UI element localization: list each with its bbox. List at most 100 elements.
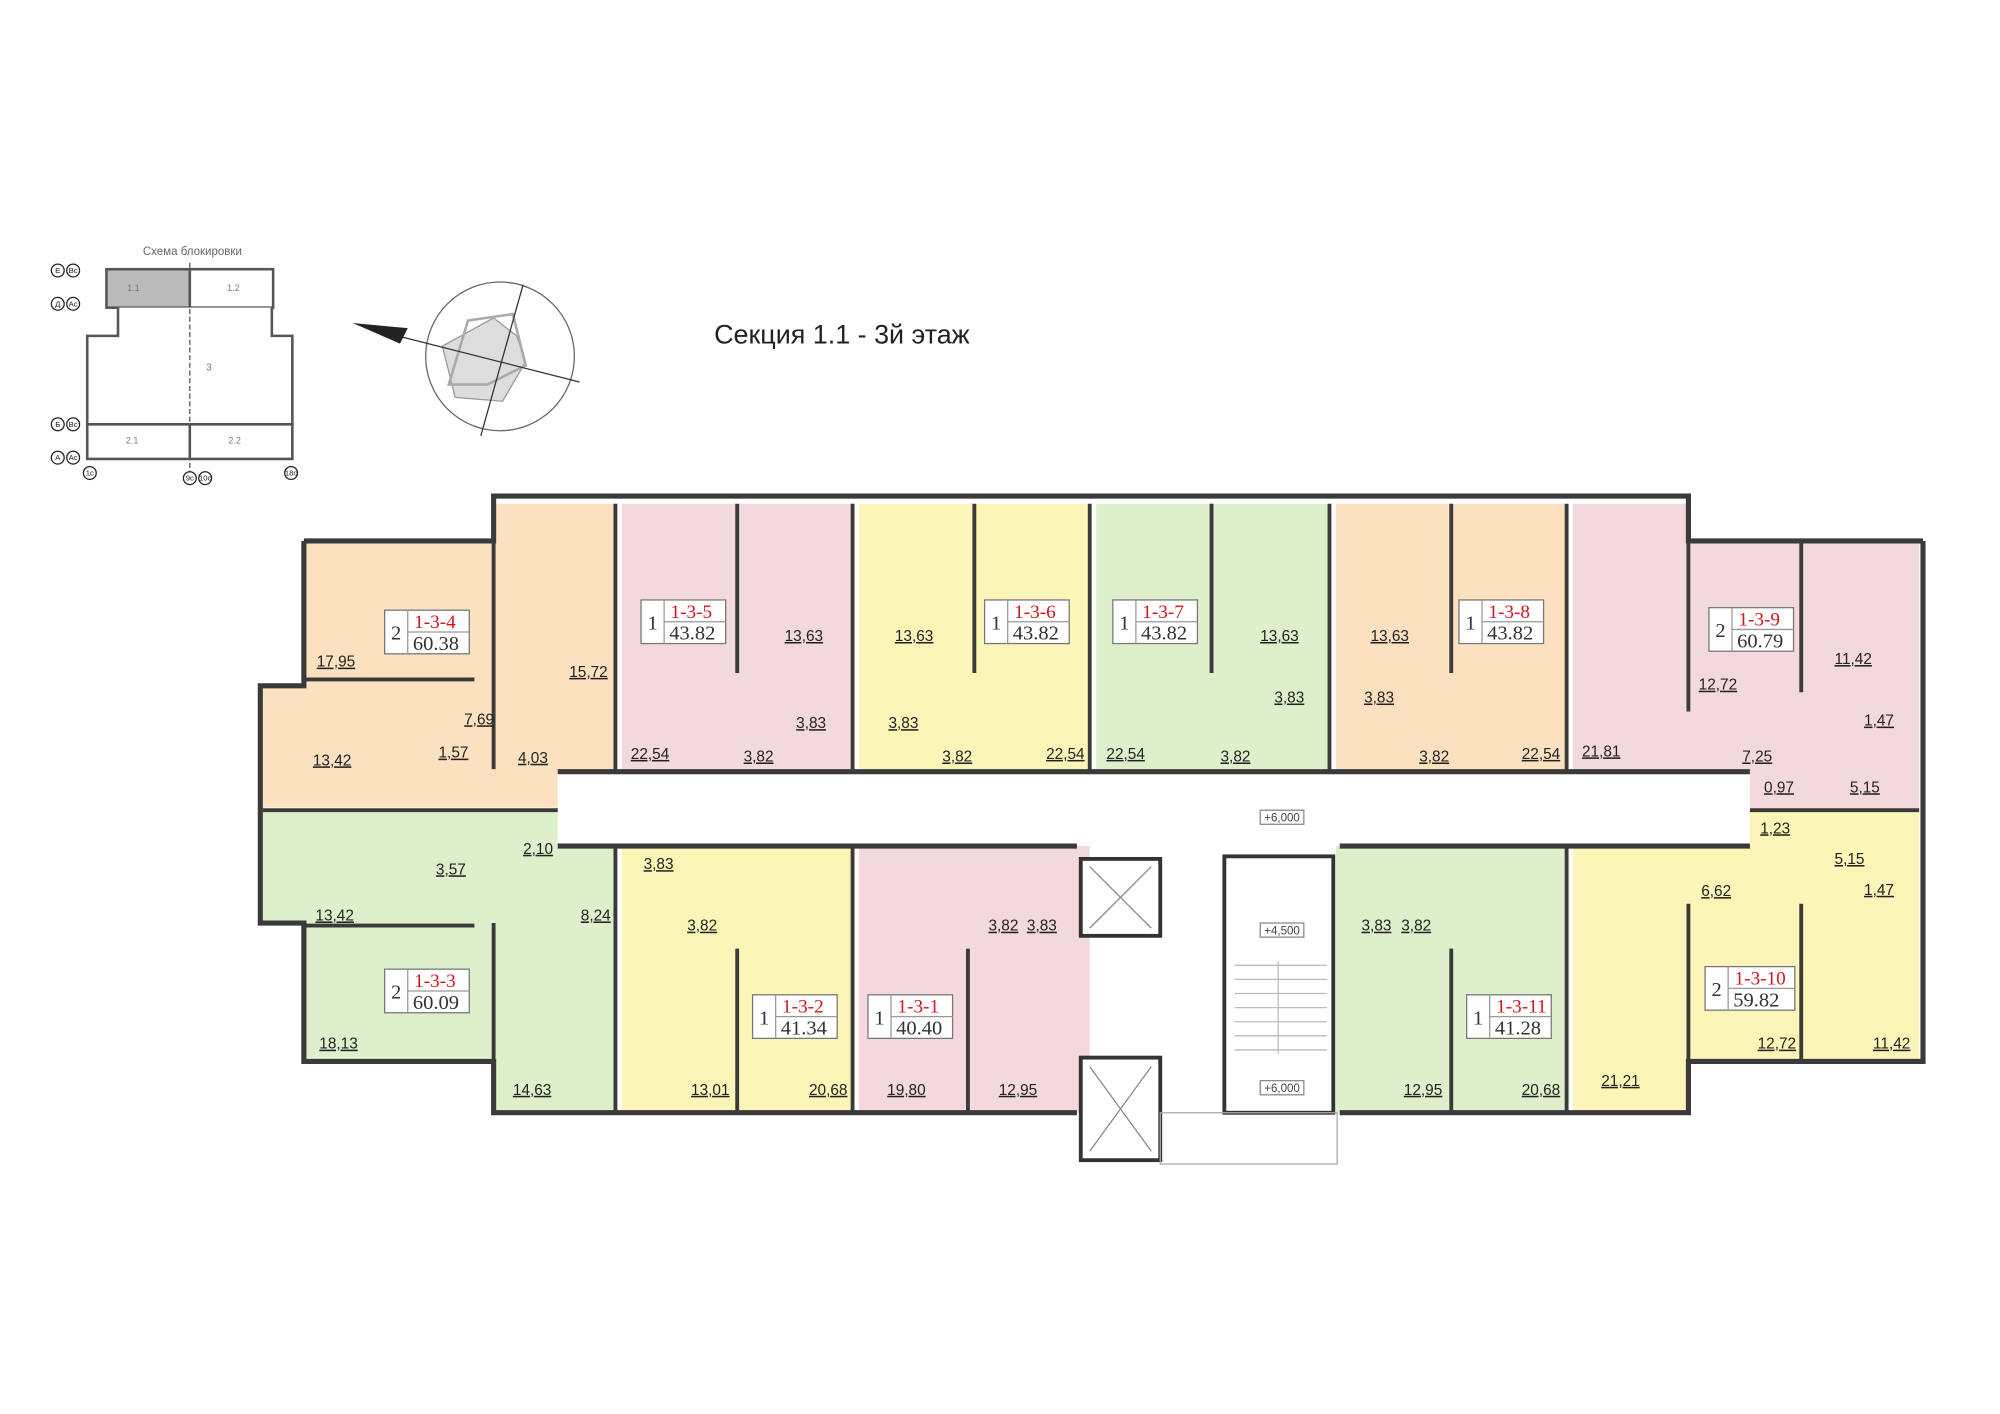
room-area: 7,25 [1742,748,1772,765]
apartment-1-3-3-area [262,810,616,1113]
room-area: 12,72 [1758,1036,1796,1053]
room-count: 1 [1473,1007,1483,1029]
room-area: 3,83 [1274,690,1304,707]
apartment-total-area: 60.38 [413,633,459,655]
room-area: 3,82 [988,918,1018,935]
apartment-1-3-10-area [1573,810,1920,1113]
apartment-number: 1-3-2 [782,997,824,1018]
key-block-1-1 [105,267,192,309]
room-area: 22,54 [631,746,670,763]
elevation-mark-1: +6,000 [1259,809,1305,825]
svg-text:Е: Е [55,266,60,275]
key-label-1-2: 1.2 [227,283,239,293]
room-area: 12,95 [1404,1082,1442,1099]
key-col-axes: 1с 9с 10с 18с [82,465,299,486]
room-area: 3,83 [644,856,674,873]
apartment-number: 1-3-11 [1496,997,1547,1018]
room-area: 13,42 [315,907,353,924]
room-area: 22,54 [1046,746,1085,763]
apartment-number: 1-3-10 [1735,969,1786,990]
walls [257,493,1926,1116]
apartment-total-area: 40.40 [896,1018,942,1040]
room-area: 19,80 [887,1082,925,1099]
elevation-mark-3: +6,000 [1259,1080,1305,1096]
room-area: 6,62 [1701,883,1731,900]
room-count: 2 [391,982,401,1004]
svg-text:Д: Д [55,299,61,308]
room-area: 3,82 [687,918,717,935]
room-area: 13,63 [1370,628,1408,645]
apartment-label-a6: 11-3-643.82 [983,599,1070,645]
apartment-label-a3: 21-3-360.09 [384,968,470,1014]
apartment-total-area: 43.82 [1487,623,1533,645]
room-areas: 17,95 15,72 7,69 13,42 1,57 4,03 22,54 1… [313,628,1910,1099]
apartment-number: 1-3-1 [897,997,939,1018]
room-area: 5,15 [1835,851,1865,868]
room-area: 1,47 [1864,713,1894,730]
svg-text:Б: Б [55,420,60,429]
room-area: 22,54 [1106,746,1145,763]
key-plan-title: Схема блокировки [143,246,242,258]
apartment-label-a1: 1 1-3-140.40 [867,994,954,1040]
room-area: 0,97 [1764,779,1794,796]
svg-text:Вс: Вс [69,420,78,429]
room-area: 3,82 [1401,918,1431,935]
svg-text:+6,000: +6,000 [1264,813,1300,825]
room-area: 17,95 [317,654,355,671]
room-area: 13,63 [785,628,823,645]
apartment-label-a4: 21-3-460.38 [384,609,470,655]
apartment-label-a5: 11-3-543.82 [640,599,727,645]
room-area: 15,72 [569,664,607,681]
room-area: 11,42 [1873,1036,1910,1053]
apartment-total-area: 60.79 [1737,630,1783,652]
room-area: 11,42 [1835,651,1872,668]
room-area: 12,72 [1699,677,1737,694]
room-area: 3,82 [1220,748,1250,765]
room-area: 5,15 [1850,779,1880,796]
room-count: 2 [391,623,401,645]
svg-text:+6,000: +6,000 [1264,1083,1300,1095]
key-label-2-2: 2.2 [228,436,240,446]
room-area: 3,82 [744,748,774,765]
apartment-total-area: 59.82 [1733,989,1779,1011]
apartment-total-area: 60.09 [413,992,459,1014]
room-area: 13,63 [1260,628,1298,645]
room-area: 18,13 [319,1036,357,1053]
apartment-number: 1-3-9 [1738,610,1780,631]
apartment-1-3-9-area [1573,503,1920,811]
key-label-1-1: 1.1 [127,283,139,293]
balcony-outline [1159,1112,1338,1165]
stair-core: +6,000 +4,500 +6,000 [1078,809,1338,1165]
key-label-3: 3 [206,362,212,373]
room-area: 13,42 [313,752,351,769]
room-count: 1 [874,1007,884,1029]
room-area: 1,57 [439,745,469,762]
north-arrow-icon [352,323,408,344]
room-area: 4,03 [518,750,548,767]
room-area: 3,57 [436,861,466,878]
room-area: 13,63 [895,628,933,645]
wind-rose-icon [352,281,580,437]
floor-title: Секция 1.1 - 3й этаж [714,320,970,350]
svg-text:10с: 10с [199,474,212,483]
room-area: 1,47 [1864,882,1894,899]
room-area: 3,83 [1364,690,1394,707]
room-count: 2 [1711,979,1721,1001]
room-area: 3,82 [1419,748,1449,765]
room-area: 1,23 [1760,820,1790,837]
apartment-label-a8: 11-3-843.82 [1458,599,1545,645]
apartment-label-a7: 11-3-743.82 [1112,599,1199,645]
apartment-label-a2: 1 1-3-241.34 [751,994,838,1040]
svg-text:1с: 1с [86,469,94,478]
room-count: 1 [647,612,657,634]
room-count: 1 [759,1007,769,1029]
room-area: 3,83 [1362,918,1392,935]
apartment-total-area: 41.34 [781,1018,827,1040]
room-area: 3,83 [888,715,918,732]
room-area: 3,82 [942,748,972,765]
room-area: 7,69 [464,711,494,728]
